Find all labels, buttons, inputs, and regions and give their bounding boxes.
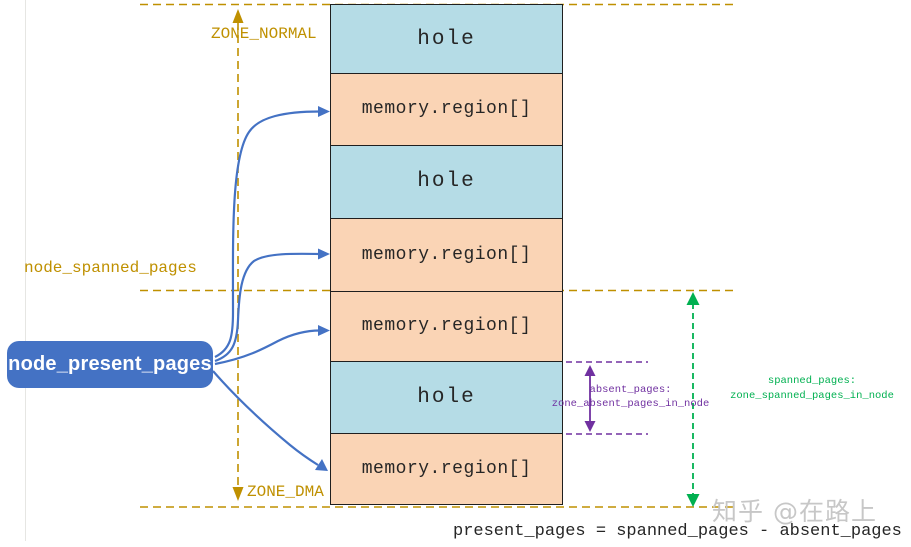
arrow-to-region-3 (214, 329, 321, 366)
spanned-pages-annotation: spanned_pages: zone_spanned_pages_in_nod… (727, 374, 897, 404)
absent-pages-annotation-line1: absent_pages: (589, 384, 672, 396)
down-arrow-icon (232, 487, 244, 501)
memory-region-label: memory.region[] (361, 244, 532, 265)
arrowhead-icon (315, 459, 328, 471)
spanned-pages-span (686, 292, 700, 507)
hole-box-label: hole (417, 170, 476, 194)
hole-box: hole (330, 144, 563, 219)
memory-region-label: memory.region[] (361, 458, 532, 479)
absent-pages-span (566, 361, 648, 435)
arrow-to-region-1 (214, 110, 321, 358)
zone-dma-label: ZONE_DMA (247, 483, 324, 501)
memory-region-label: memory.region[] (361, 316, 532, 337)
arrow-to-region-2 (214, 252, 321, 363)
hole-box: hole (330, 4, 563, 74)
hole-box-label: hole (417, 27, 476, 51)
present-pages-formula: present_pages = spanned_pages - absent_p… (453, 522, 902, 541)
up-arrow-icon (584, 365, 596, 376)
spanned-pages-annotation-line1: spanned_pages: (767, 375, 857, 387)
memory-region-box: memory.region[] (330, 217, 563, 292)
node-present-pages-label: node_present_pages (8, 353, 212, 375)
memory-region-box: memory.region[] (330, 290, 563, 362)
absent-pages-annotation: absent_pages: zone_absent_pages_in_node (548, 383, 713, 411)
up-arrow-icon (686, 292, 700, 305)
zone-normal-label: ZONE_NORMAL (211, 25, 317, 43)
arrowhead-icon (318, 248, 330, 260)
present-pages-arrows (212, 106, 330, 471)
faint-vertical-guide (25, 0, 26, 541)
memory-region-label: memory.region[] (361, 99, 532, 120)
arrowhead-icon (318, 106, 330, 117)
memory-region-box: memory.region[] (330, 72, 563, 146)
absent-pages-annotation-line2: zone_absent_pages_in_node (551, 398, 710, 410)
node-present-pages-pill: node_present_pages (7, 341, 213, 388)
spanned-pages-annotation-line2: zone_spanned_pages_in_node (730, 390, 894, 402)
arrowhead-icon (318, 325, 330, 336)
down-arrow-icon (686, 494, 700, 507)
memory-box-stack: hole memory.region[] hole memory.region[… (330, 4, 563, 507)
memory-region-box: memory.region[] (330, 432, 563, 505)
hole-box-label: hole (417, 385, 476, 409)
arrow-to-region-4 (212, 370, 319, 466)
down-arrow-icon (584, 421, 596, 432)
node-spanned-pages-label: node_spanned_pages (24, 259, 197, 277)
up-arrow-icon (232, 9, 244, 23)
hole-box: hole (330, 360, 563, 434)
zhihu-watermark: 知乎 @在路上 (712, 497, 877, 526)
